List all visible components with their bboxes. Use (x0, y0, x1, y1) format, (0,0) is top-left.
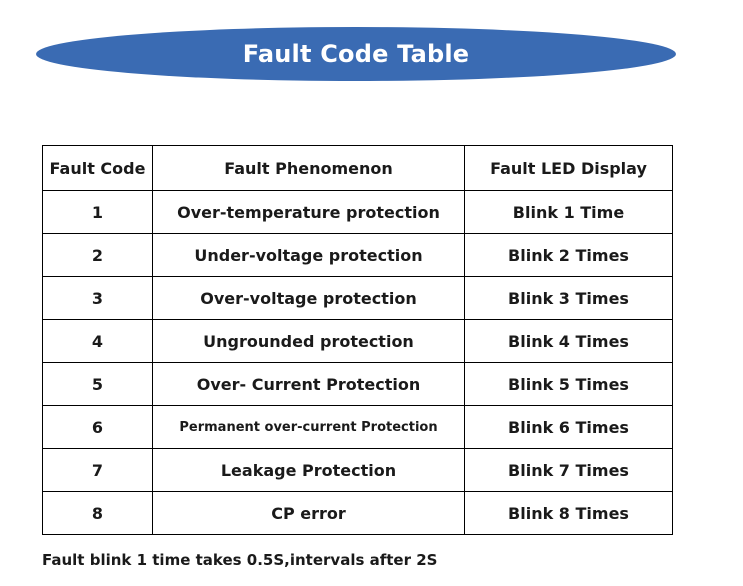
table-row: 2 Under-voltage protection Blink 2 Times (42, 233, 673, 277)
fault-phenomenon-cell: Leakage Protection (152, 448, 465, 492)
fault-phenomenon-cell: Ungrounded protection (152, 319, 465, 363)
fault-code-cell: 8 (42, 491, 153, 535)
fault-code-cell: 5 (42, 362, 153, 406)
fault-phenomenon-cell: Under-voltage protection (152, 233, 465, 277)
fault-phenomenon-cell: Permanent over-current Protection (152, 405, 465, 449)
fault-led-cell: Blink 7 Times (464, 448, 673, 492)
fault-code-table: Fault Code Fault Phenomenon Fault LED Di… (42, 145, 673, 535)
title-banner: Fault Code Table (36, 27, 676, 81)
fault-code-cell: 1 (42, 190, 153, 234)
footer-note: Fault blink 1 time takes 0.5S,intervals … (42, 551, 438, 569)
fault-code-cell: 2 (42, 233, 153, 277)
table-row: 5 Over- Current Protection Blink 5 Times (42, 362, 673, 406)
header-fault-code: Fault Code (42, 145, 153, 191)
header-fault-led-display: Fault LED Display (464, 145, 673, 191)
table-row: 7 Leakage Protection Blink 7 Times (42, 448, 673, 492)
fault-code-cell: 4 (42, 319, 153, 363)
table-row: 6 Permanent over-current Protection Blin… (42, 405, 673, 449)
fault-led-cell: Blink 4 Times (464, 319, 673, 363)
table-row: 4 Ungrounded protection Blink 4 Times (42, 319, 673, 363)
fault-code-cell: 7 (42, 448, 153, 492)
fault-phenomenon-cell: Over- Current Protection (152, 362, 465, 406)
fault-phenomenon-cell: CP error (152, 491, 465, 535)
table-row: 8 CP error Blink 8 Times (42, 491, 673, 535)
fault-led-cell: Blink 6 Times (464, 405, 673, 449)
fault-led-cell: Blink 8 Times (464, 491, 673, 535)
fault-phenomenon-cell: Over-voltage protection (152, 276, 465, 320)
fault-code-cell: 6 (42, 405, 153, 449)
fault-led-cell: Blink 5 Times (464, 362, 673, 406)
table-row: 3 Over-voltage protection Blink 3 Times (42, 276, 673, 320)
table-header-row: Fault Code Fault Phenomenon Fault LED Di… (42, 145, 673, 191)
fault-phenomenon-cell: Over-temperature protection (152, 190, 465, 234)
fault-led-cell: Blink 1 Time (464, 190, 673, 234)
fault-led-cell: Blink 2 Times (464, 233, 673, 277)
fault-code-cell: 3 (42, 276, 153, 320)
fault-led-cell: Blink 3 Times (464, 276, 673, 320)
table-row: 1 Over-temperature protection Blink 1 Ti… (42, 190, 673, 234)
page-title: Fault Code Table (242, 40, 470, 68)
header-fault-phenomenon: Fault Phenomenon (152, 145, 465, 191)
